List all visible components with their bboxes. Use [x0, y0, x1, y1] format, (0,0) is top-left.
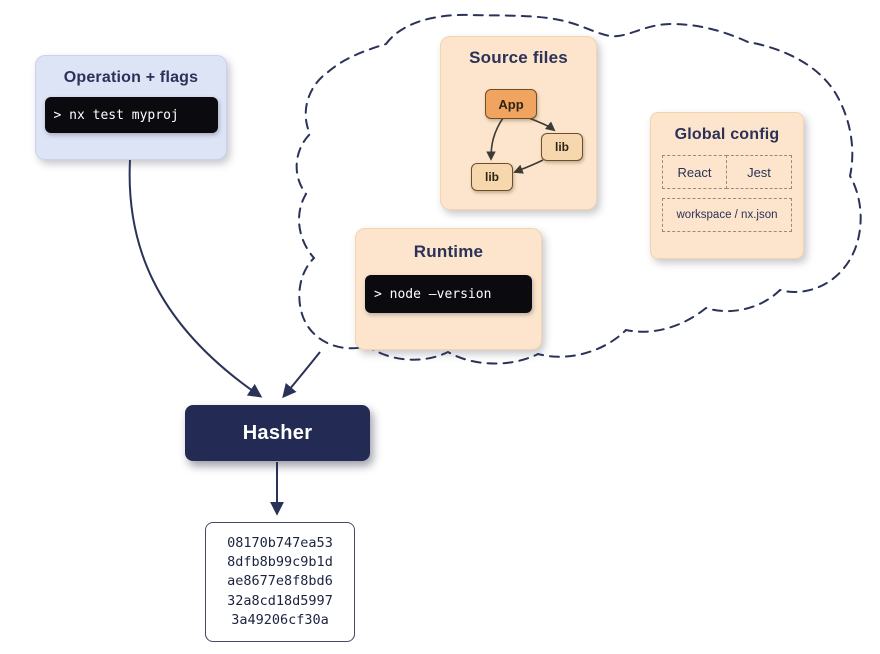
- hash-line: 3a49206cf30a: [231, 611, 329, 628]
- operation-card: Operation + flags > nx test myproj: [35, 55, 227, 160]
- inputs-blob-outline: [295, 13, 862, 365]
- global-config-title: Global config: [674, 126, 780, 143]
- edge-lib-right-to-lib-left: [513, 159, 544, 174]
- hash-line: 08170b747ea53: [227, 534, 333, 551]
- runtime-terminal: > node –version: [365, 275, 532, 313]
- global-config-card: Global config React Jest workspace / nx.…: [650, 112, 804, 259]
- project-graph-edges: [486, 117, 556, 174]
- hash-line: ae8677e8f8bd6: [227, 573, 333, 590]
- edge-app-to-lib-right: [528, 117, 556, 132]
- hash-output-box: 08170b747ea53 8dfb8b99c9b1d ae8677e8f8bd…: [205, 522, 355, 642]
- runtime-command-text: > node –version: [374, 286, 492, 302]
- runtime-card: Runtime > node –version: [355, 228, 542, 350]
- source-files-title: Source files: [469, 48, 568, 67]
- config-cell-react: React: [662, 155, 727, 189]
- arrow-operation-to-hasher: [128, 159, 263, 398]
- global-config-grid: React Jest workspace / nx.json: [662, 155, 792, 232]
- graph-node-lib-right: lib: [541, 133, 583, 161]
- arrow-blob-to-hasher: [282, 351, 321, 399]
- operation-command-text: > nx test myproj: [53, 107, 179, 123]
- source-files-card: Source files App lib lib: [440, 36, 597, 210]
- operation-terminal: > nx test myproj: [44, 97, 218, 133]
- hasher-box: Hasher: [185, 405, 370, 461]
- config-cell-jest: Jest: [726, 155, 792, 189]
- config-cell-workspace: workspace / nx.json: [662, 198, 792, 232]
- hasher-label: Hasher: [242, 421, 313, 444]
- operation-card-title: Operation + flags: [63, 69, 199, 86]
- runtime-title: Runtime: [413, 242, 484, 261]
- hash-line: 32a8cd18d5997: [227, 592, 333, 609]
- edge-app-to-lib-left: [486, 117, 504, 161]
- hash-line: 8dfb8b99c9b1d: [227, 554, 333, 571]
- graph-node-app: App: [485, 89, 537, 119]
- graph-node-lib-left: lib: [471, 163, 513, 191]
